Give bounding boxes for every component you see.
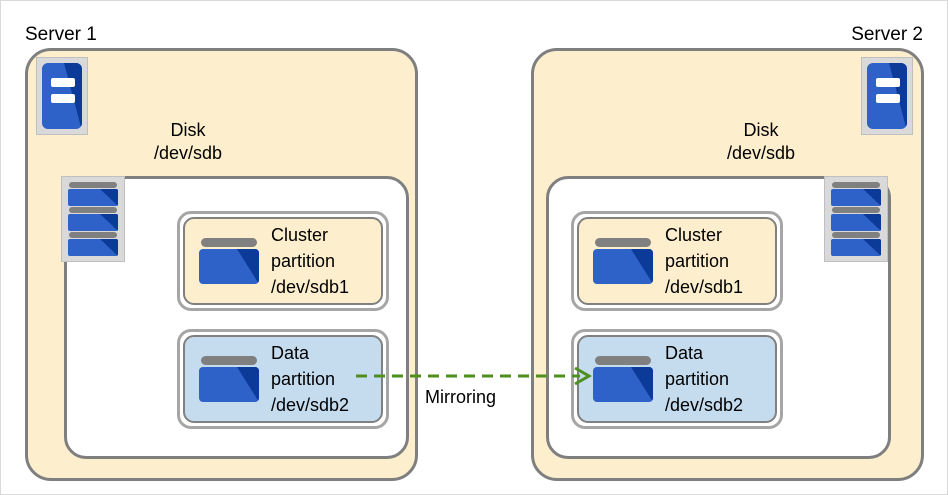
disk-unit-body xyxy=(831,189,881,206)
disk-caption-line1: Disk xyxy=(743,120,779,140)
server-tower-icon xyxy=(861,57,913,135)
mirroring-arrow xyxy=(356,366,593,386)
cluster-line-1: Cluster xyxy=(665,225,723,245)
partition-icon-cap xyxy=(201,356,257,365)
partition-icon xyxy=(593,356,653,402)
disk-caption-line2: /dev/sdb xyxy=(726,143,796,163)
disk-caption-line1: Disk xyxy=(170,120,206,140)
partition-icon xyxy=(593,238,653,284)
cluster-partition-2: Cluster partition /dev/sdb1 xyxy=(571,211,783,311)
cluster-partition-label-1: Cluster partition /dev/sdb1 xyxy=(271,222,349,300)
disk-unit-cap xyxy=(832,232,880,238)
disk-box-1: Cluster partition /dev/sdb1 Data partiti… xyxy=(64,176,409,459)
cluster-line-1: Cluster xyxy=(271,225,329,245)
partition-icon-body xyxy=(593,367,653,402)
data-line-1: Data xyxy=(271,343,310,363)
cluster-line-2: partition xyxy=(271,251,336,271)
partition-icon-body xyxy=(199,367,259,402)
tower-bar-2 xyxy=(876,94,900,103)
disk-unit-body xyxy=(68,239,118,256)
tower-bar-1 xyxy=(51,78,75,87)
disk-unit-cap xyxy=(69,207,117,213)
server-2-label: Server 2 xyxy=(851,24,923,45)
disk-unit-cap xyxy=(69,182,117,188)
cluster-line-3: /dev/sdb1 xyxy=(271,277,350,297)
disk-stack-unit-3 xyxy=(68,232,118,256)
disk-stack-unit-3 xyxy=(831,232,881,256)
disk-stack-icon xyxy=(61,176,125,262)
disk-unit-body xyxy=(831,214,881,231)
partition-icon-body xyxy=(593,249,653,284)
server-1-box: Disk /dev/sdb Cluster partition /dev/sdb… xyxy=(25,48,418,481)
disk-caption-line2: /dev/sdb xyxy=(153,143,223,163)
disk-caption-1: Disk /dev/sdb xyxy=(128,119,248,165)
partition-icon xyxy=(199,356,259,402)
data-partition-2: Data partition /dev/sdb2 xyxy=(571,329,783,429)
server-tower-icon xyxy=(36,57,88,135)
cluster-line-2: partition xyxy=(665,251,730,271)
data-partition-1: Data partition /dev/sdb2 xyxy=(177,329,389,429)
cluster-line-3: /dev/sdb1 xyxy=(665,277,744,297)
partition-icon-cap xyxy=(595,356,651,365)
data-line-1: Data xyxy=(665,343,704,363)
partition-icon-body xyxy=(199,249,259,284)
partition-icon-cap xyxy=(201,238,257,247)
disk-stack-icon xyxy=(824,176,888,262)
tower-bar-2 xyxy=(51,94,75,103)
partition-icon xyxy=(199,238,259,284)
data-line-2: partition xyxy=(271,369,336,389)
disk-stack-unit-2 xyxy=(68,207,118,231)
disk-unit-cap xyxy=(832,182,880,188)
disk-unit-body xyxy=(68,189,118,206)
disk-stack-unit-1 xyxy=(68,182,118,206)
disk-stack-unit-2 xyxy=(831,207,881,231)
data-line-3: /dev/sdb2 xyxy=(665,395,744,415)
tower-screen xyxy=(867,63,907,129)
mirroring-label: Mirroring xyxy=(425,387,497,407)
disk-caption-2: Disk /dev/sdb xyxy=(701,119,821,165)
server-1-label: Server 1 xyxy=(25,24,97,45)
disk-stack-unit-1 xyxy=(831,182,881,206)
data-partition-label-2: Data partition /dev/sdb2 xyxy=(665,340,743,418)
disk-unit-body xyxy=(68,214,118,231)
cluster-partition-1: Cluster partition /dev/sdb1 xyxy=(177,211,389,311)
data-line-2: partition xyxy=(665,369,730,389)
tower-screen xyxy=(42,63,82,129)
cluster-partition-label-2: Cluster partition /dev/sdb1 xyxy=(665,222,743,300)
mirroring-arrow-head xyxy=(574,366,593,386)
disk-unit-cap xyxy=(69,232,117,238)
tower-bar-1 xyxy=(876,78,900,87)
disk-unit-cap xyxy=(832,207,880,213)
data-partition-label-1: Data partition /dev/sdb2 xyxy=(271,340,349,418)
server-2-box: Disk /dev/sdb Cluster partition /dev/sdb… xyxy=(531,48,924,481)
partition-icon-cap xyxy=(595,238,651,247)
disk-unit-body xyxy=(831,239,881,256)
data-line-3: /dev/sdb2 xyxy=(271,395,350,415)
disk-box-2: Cluster partition /dev/sdb1 Data partiti… xyxy=(546,176,891,459)
